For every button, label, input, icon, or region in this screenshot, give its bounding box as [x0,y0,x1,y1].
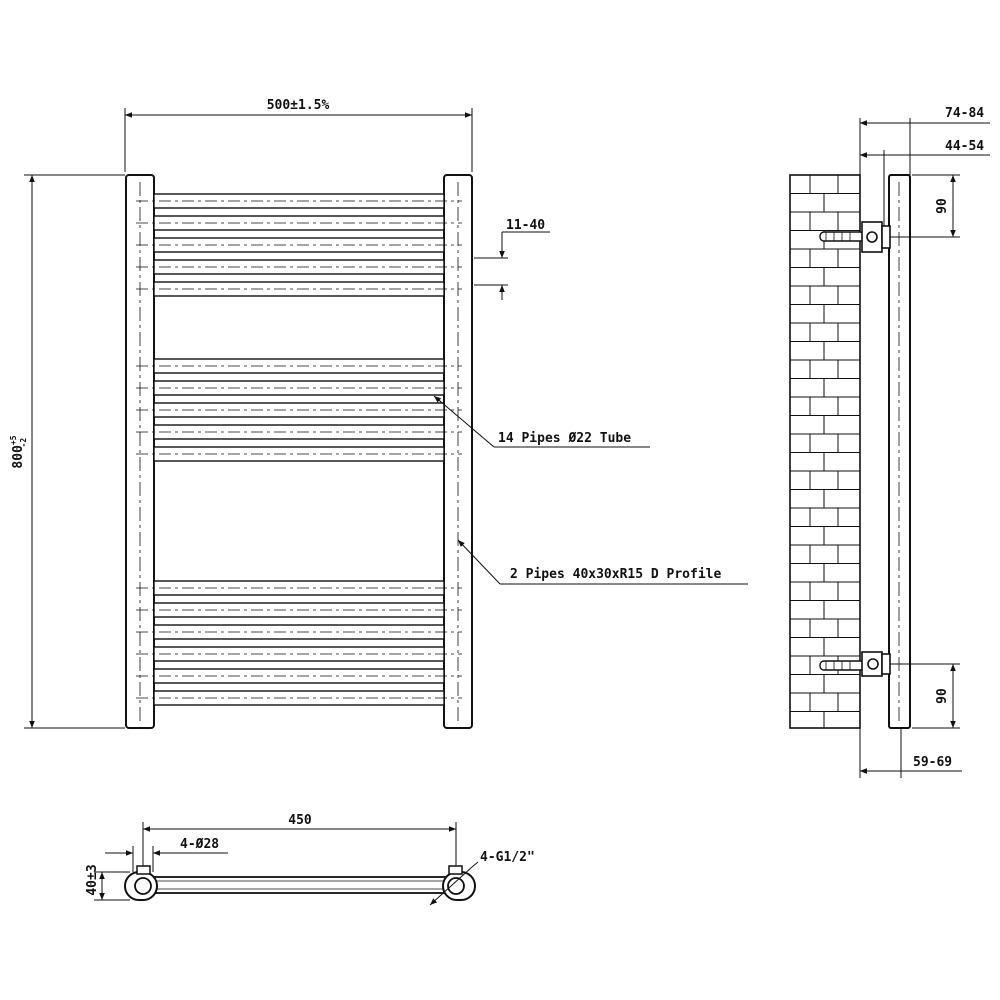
profile-callout-label: 2 Pipes 40x30xR15 D Profile [510,567,721,582]
pitch-dim-label: 11-40 [506,218,545,233]
side-view: 74-84 44-54 90 90 [789,106,990,778]
top-inner-dim-label: 44-54 [945,139,984,154]
height-dim-label-group: 800+5-2 [9,435,28,468]
right-end-cap [442,865,476,901]
tube [136,380,462,396]
height-tol-plus: +5 [9,435,18,445]
lower-bracket-dimension: 90 [890,663,960,729]
top-outer-dim-label: 74-84 [945,106,984,121]
inlet-dia-dimension: 4-Ø28 [105,837,228,872]
svg-text:800+5-2: 800+5-2 [9,435,28,468]
lower-bracket-dim-label: 90 [935,688,950,704]
height-dim-label: 800 [11,445,26,469]
radiator-side [888,174,911,729]
bottom-dim-label: 59-69 [913,755,952,770]
tube [136,259,462,275]
tube [136,358,462,374]
width-dimension: 500±1.5% [124,98,473,172]
tube [136,402,462,418]
tube [136,237,462,253]
bottom-dimension: 59-69 [859,728,962,778]
profile-callout: 2 Pipes 40x30xR15 D Profile [457,539,748,585]
upper-bracket-dimension: 90 [890,174,960,238]
bottom-bar [142,876,457,894]
tube [136,602,462,618]
wall-outline [789,174,861,729]
tube-callout-label: 14 Pipes Ø22 Tube [498,431,631,446]
tube [136,646,462,662]
tube [136,446,462,462]
tube-callout: 14 Pipes Ø22 Tube [433,395,650,448]
tube [136,281,462,297]
thread-callout-label: 4-G1/2" [480,850,535,865]
upper-bracket [819,221,891,253]
left-end-cap [124,865,158,901]
horizontal-tubes [136,193,462,706]
tube [136,668,462,684]
bottom-view: 450 4-Ø28 40±3 [85,813,535,906]
top-dimensions: 74-84 44-54 [859,106,990,226]
front-view: 500±1.5% 800+5-2 11-40 [9,98,748,729]
tube [136,193,462,209]
upper-bracket-dim-label: 90 [935,198,950,214]
height-tol-minus: -2 [19,438,28,448]
lower-bracket [819,651,891,677]
pitch-dimension: 11-40 [474,218,550,300]
tube [136,580,462,596]
centres-dimension: 450 [142,813,457,872]
height-dimension: 800+5-2 [9,174,125,729]
depth-dim-label: 40±3 [85,864,100,895]
tube [136,624,462,640]
inlet-dia-dim-label: 4-Ø28 [180,837,219,852]
width-dim-label: 500±1.5% [267,98,330,113]
tube [136,215,462,231]
brick-wall [790,175,860,729]
thread-callout: 4-G1/2" [429,850,535,906]
tube [136,424,462,440]
centres-dim-label: 450 [288,813,312,828]
depth-dimension: 40±3 [85,864,130,901]
tube [136,690,462,706]
